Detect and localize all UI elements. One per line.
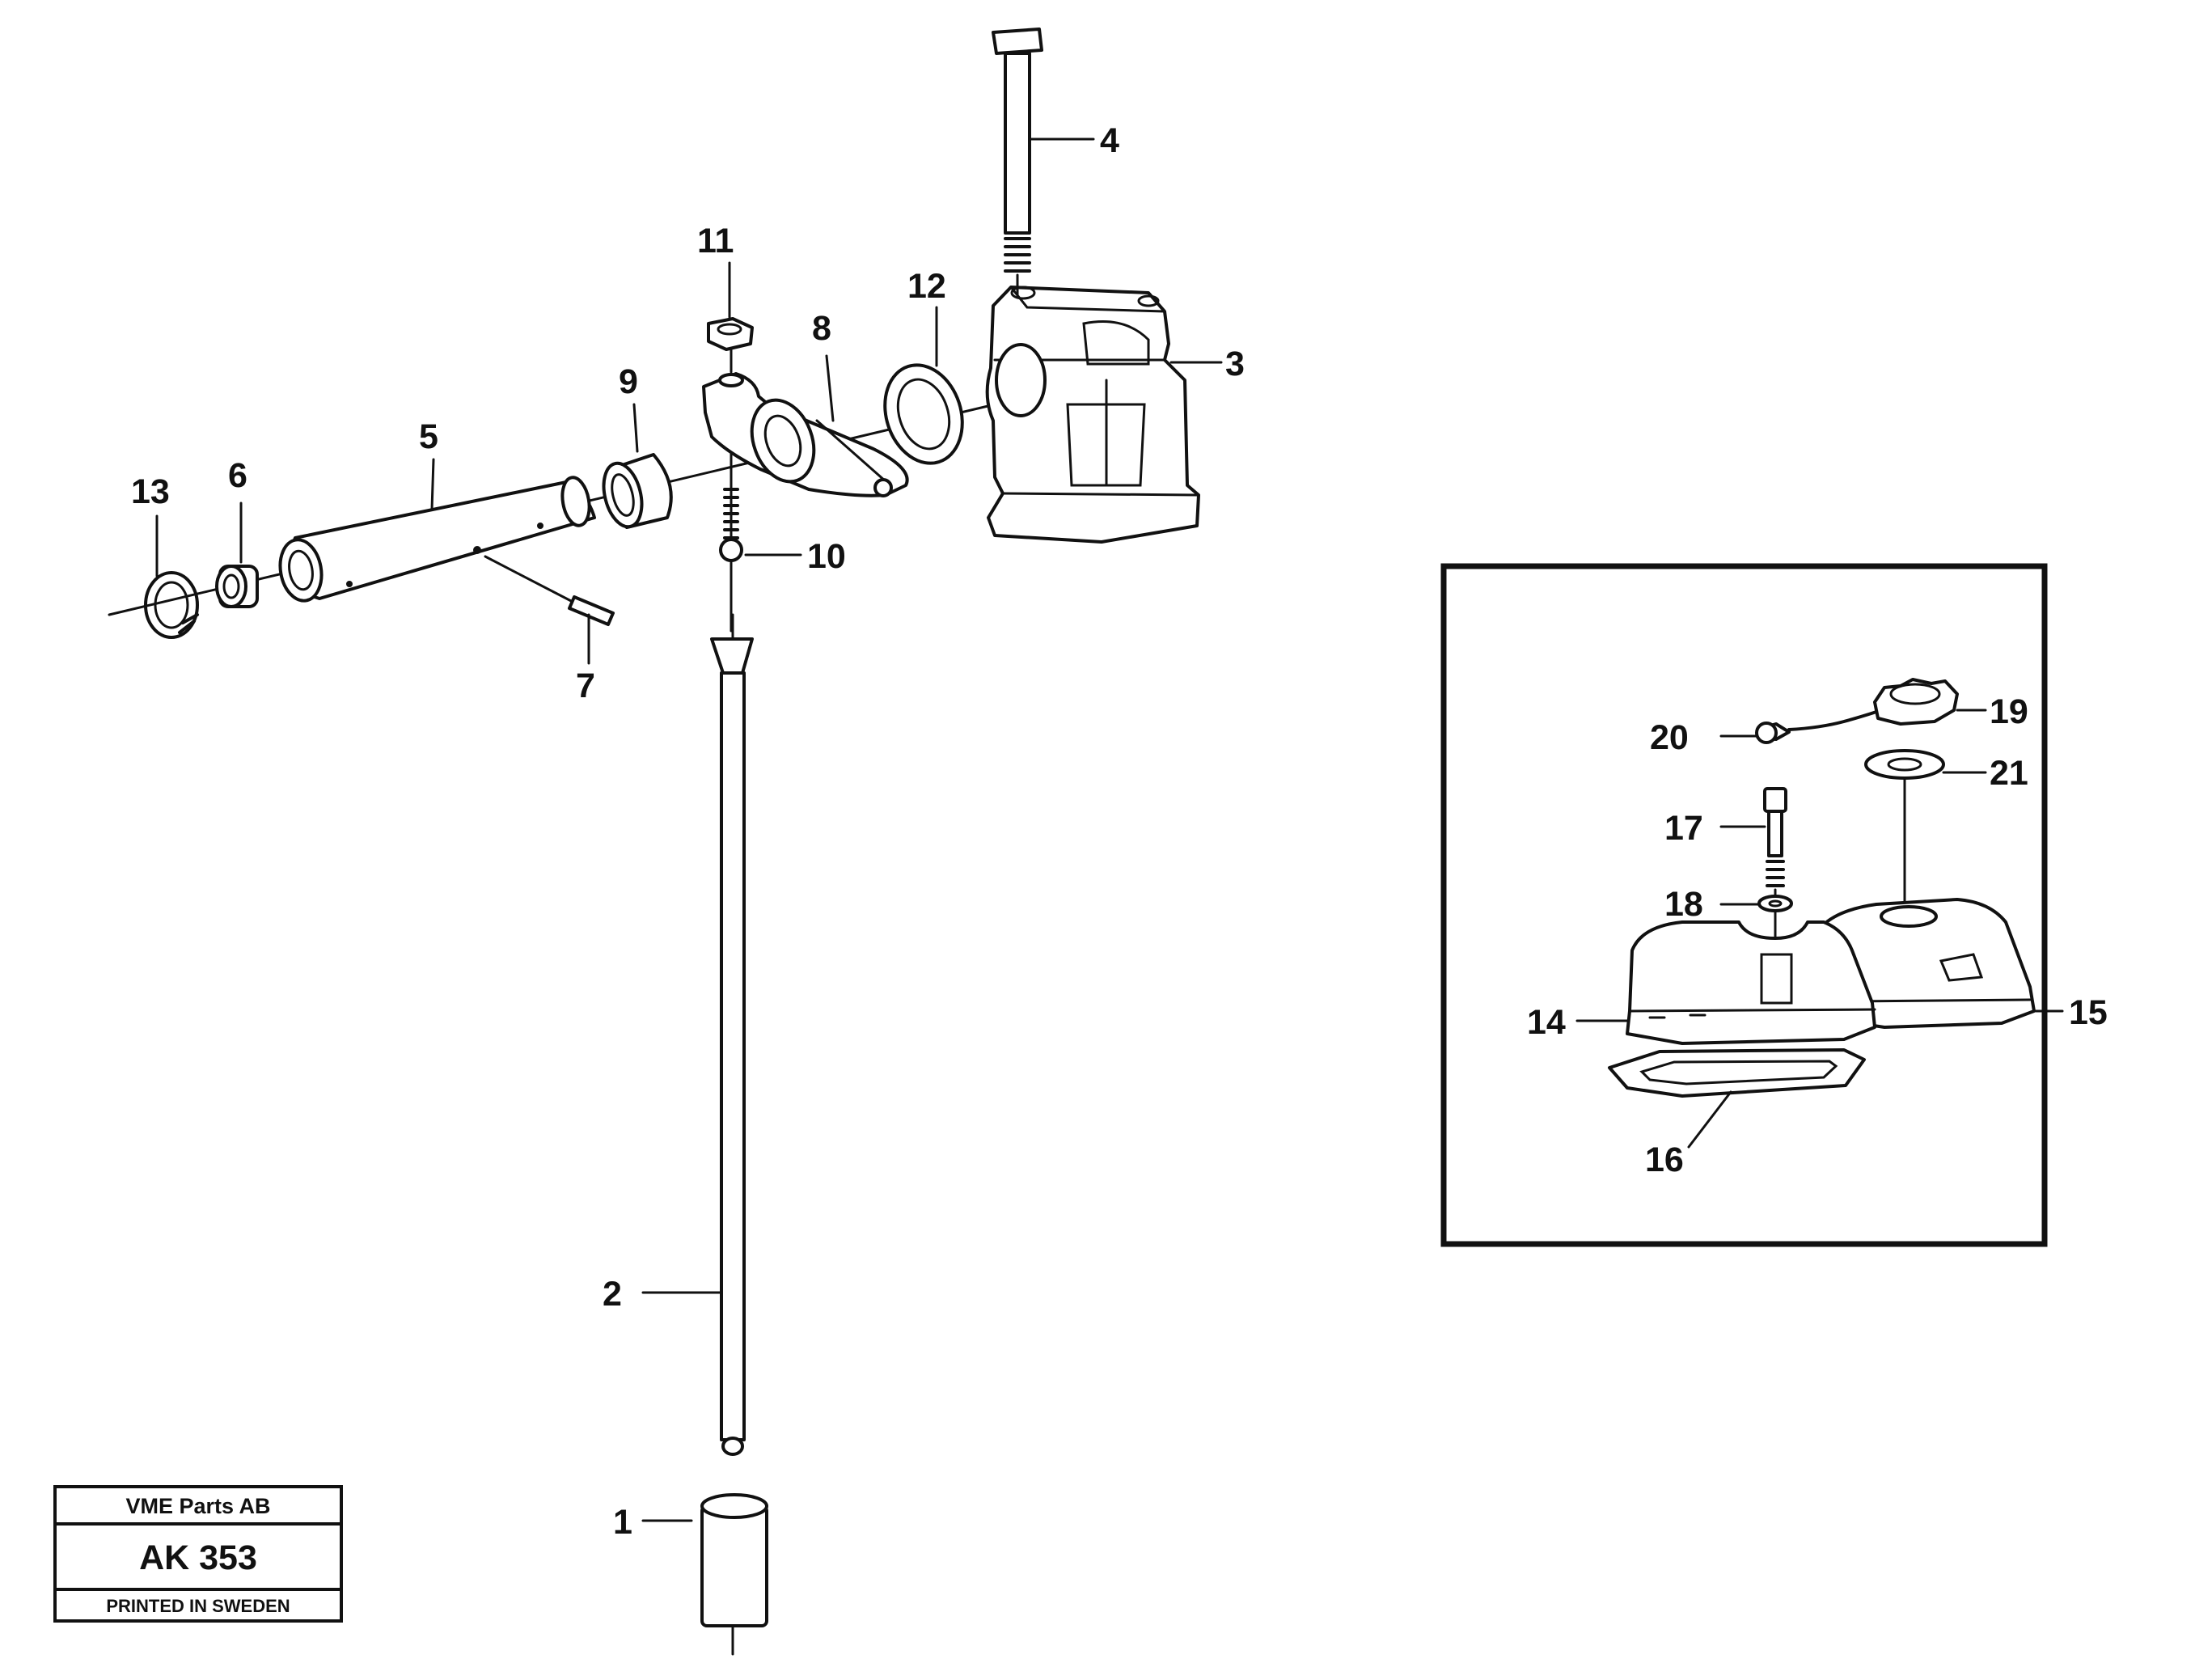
part-10-adjusting-screw bbox=[719, 451, 743, 633]
part-19-filler-cap bbox=[1873, 678, 1959, 726]
title-block: VME Parts AB AK 353 PRINTED IN SWEDEN bbox=[53, 1485, 343, 1623]
callout-10: 10 bbox=[807, 537, 846, 576]
part-16-gasket bbox=[1608, 1048, 1866, 1098]
part-2-push-rod bbox=[710, 613, 754, 1456]
title-block-drawing-number: AK 353 bbox=[139, 1538, 257, 1577]
part-8-rocker-arm bbox=[702, 372, 909, 497]
part-1-tappet bbox=[700, 1493, 768, 1656]
part-4-bolt bbox=[992, 28, 1043, 297]
callout-21: 21 bbox=[1990, 754, 2028, 793]
callout-9: 9 bbox=[619, 362, 638, 401]
callout-16: 16 bbox=[1645, 1140, 1684, 1179]
part-20-screw bbox=[1755, 710, 1878, 744]
callout-5: 5 bbox=[419, 417, 438, 456]
callout-4: 4 bbox=[1100, 121, 1119, 160]
inset-frame bbox=[1440, 563, 2048, 1247]
part-6-bushing bbox=[215, 565, 259, 608]
part-13-circlip bbox=[144, 571, 199, 639]
callout-14: 14 bbox=[1527, 1003, 1566, 1042]
part-12-o-ring bbox=[883, 363, 964, 465]
leader-lines bbox=[155, 138, 2064, 1522]
callout-12: 12 bbox=[907, 267, 946, 306]
part-15-valve-cover bbox=[1818, 898, 2036, 1029]
part-9-bushing bbox=[602, 453, 673, 529]
callout-11: 11 bbox=[697, 222, 734, 260]
part-14-valve-cover bbox=[1626, 920, 1876, 1045]
callout-19: 19 bbox=[1990, 692, 2028, 731]
callout-17: 17 bbox=[1664, 809, 1703, 848]
part-21-washer bbox=[1864, 749, 1945, 908]
part-5-rocker-shaft bbox=[278, 476, 596, 603]
title-block-company: VME Parts AB bbox=[125, 1494, 270, 1518]
part-18-washer bbox=[1757, 895, 1793, 912]
callout-20: 20 bbox=[1650, 718, 1689, 757]
part-11-nut bbox=[707, 317, 754, 374]
callout-7: 7 bbox=[576, 666, 595, 705]
callout-6: 6 bbox=[228, 456, 247, 495]
title-block-printed: PRINTED IN SWEDEN bbox=[106, 1596, 290, 1616]
callout-18: 18 bbox=[1664, 885, 1703, 924]
callout-15: 15 bbox=[2069, 993, 2108, 1032]
callout-2: 2 bbox=[603, 1275, 622, 1314]
callout-3: 3 bbox=[1225, 345, 1245, 383]
part-3-rocker-bracket bbox=[985, 286, 1200, 544]
callout-1: 1 bbox=[613, 1503, 632, 1542]
callout-8: 8 bbox=[812, 309, 831, 348]
part-7-pin bbox=[484, 555, 615, 626]
callout-13: 13 bbox=[131, 472, 170, 511]
